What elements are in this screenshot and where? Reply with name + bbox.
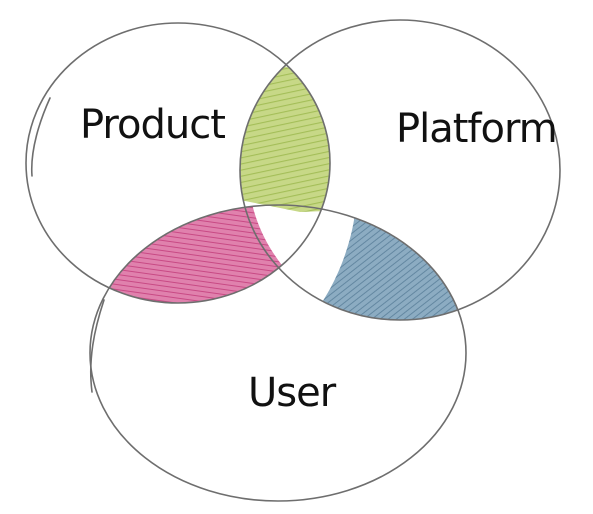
overlap-platform-user — [300, 205, 466, 320]
circle-user — [89, 204, 467, 502]
circle-product — [25, 22, 331, 304]
circle-platform — [239, 19, 561, 321]
overlap-product-platform — [240, 58, 330, 212]
label-product: Product — [80, 102, 225, 148]
label-platform: Platform — [396, 106, 557, 152]
label-user: User — [248, 370, 337, 416]
